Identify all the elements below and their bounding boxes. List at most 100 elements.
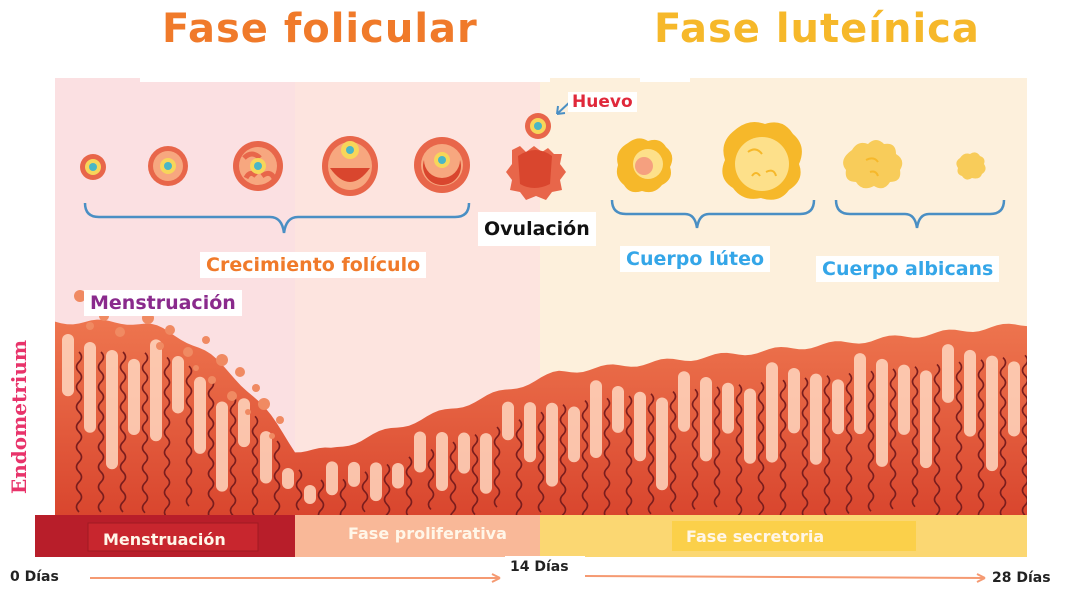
spiral-artery <box>75 351 83 513</box>
follicle-stage-2 <box>148 146 188 186</box>
tissue-vessels <box>75 351 1027 515</box>
day-0-label: 0 Días <box>10 569 59 585</box>
endometrial-gland <box>766 362 778 463</box>
title-underline-right <box>640 60 690 82</box>
endometrial-gland <box>172 356 184 414</box>
endometrial-gland <box>106 350 118 470</box>
timeline-arrow-1-head <box>491 573 501 583</box>
blood-droplet <box>252 384 260 392</box>
endometrial-gland <box>282 467 294 489</box>
endometrial-gland <box>678 371 690 432</box>
follicle-bracket <box>83 202 471 234</box>
day-14-label: 14 Días <box>510 559 569 575</box>
follicular-phase-title: Fase folicular <box>162 6 478 52</box>
endometrial-gland <box>150 339 162 442</box>
spiral-artery <box>999 357 1007 515</box>
spiral-artery <box>427 448 435 511</box>
spiral-artery <box>625 395 633 515</box>
endometrial-gland <box>986 355 998 472</box>
spiral-artery <box>713 386 721 508</box>
endometrial-gland <box>788 367 800 434</box>
blood-droplet <box>269 433 275 439</box>
endometrial-gland <box>326 461 338 496</box>
egg-arrow-head <box>556 105 566 115</box>
phase-bar-proliferative <box>295 515 540 557</box>
spiral-artery <box>757 381 765 515</box>
blood-droplet <box>245 409 251 415</box>
endometrial-gland <box>304 485 316 504</box>
phase-secretory-label: Fase secretoria <box>686 527 825 546</box>
spiral-artery <box>977 359 985 515</box>
spiral-artery <box>779 379 787 515</box>
spiral-artery <box>955 361 963 515</box>
follicle-stage-4 <box>322 136 378 196</box>
spiral-artery <box>383 463 391 515</box>
spiral-artery <box>229 394 237 515</box>
blood-droplet <box>115 327 125 337</box>
spiral-artery <box>603 397 611 515</box>
endometrial-gland <box>238 398 250 448</box>
spiral-artery <box>119 351 127 513</box>
spiral-artery <box>669 390 677 513</box>
endometrial-gland <box>128 358 140 436</box>
endometrial-gland <box>1008 361 1020 437</box>
endometrial-gland <box>920 370 932 469</box>
blood-droplet <box>208 376 216 384</box>
day-28-label: 28 Días <box>992 570 1051 586</box>
spiral-artery <box>97 351 105 513</box>
spiral-artery <box>845 372 853 514</box>
spiral-artery <box>911 366 919 508</box>
endometrial-gland <box>502 401 514 441</box>
follicle-stage-3 <box>233 141 283 191</box>
endometrial-gland <box>634 391 646 462</box>
spiral-artery <box>889 368 897 510</box>
phase-bar-secretory-inner <box>672 521 916 551</box>
endometrial-gland <box>62 334 74 397</box>
corpus-albicans-large <box>843 140 903 189</box>
spiral-artery <box>185 365 193 507</box>
endometrial-gland <box>414 431 426 473</box>
luteal-phase-title: Fase luteínica <box>654 6 980 52</box>
spiral-artery <box>493 426 501 508</box>
endometrial-gland <box>458 432 470 474</box>
endometrial-gland <box>942 344 954 403</box>
blood-droplet <box>202 336 210 344</box>
endometrial-gland <box>964 349 976 437</box>
spiral-artery <box>867 370 875 512</box>
spiral-artery <box>691 388 699 510</box>
blood-droplet <box>74 290 86 302</box>
endometrial-gland <box>546 402 558 487</box>
spiral-artery <box>559 404 567 515</box>
endometrial-gland <box>656 397 668 491</box>
blood-droplet <box>165 325 175 335</box>
endometrial-gland <box>524 402 536 463</box>
endometrial-gland <box>370 462 382 502</box>
endometrial-gland <box>612 386 624 433</box>
endometrial-gland <box>480 433 492 494</box>
corpus-luteum-small <box>616 138 673 193</box>
endometrial-gland <box>348 461 360 487</box>
ovulation-label: Ovulación <box>478 212 596 246</box>
timeline-arrow-2 <box>584 575 986 579</box>
spiral-artery <box>317 479 325 515</box>
corpus-albicans-label: Cuerpo albicans <box>816 256 1000 282</box>
endometrial-gland <box>810 373 822 465</box>
ruptured-follicle <box>506 146 566 200</box>
spiral-artery <box>141 352 149 514</box>
spiral-artery <box>823 375 831 515</box>
endometrial-gland <box>898 364 910 435</box>
corpus-luteum-label: Cuerpo lúteo <box>620 246 771 272</box>
phase-bar-menstruation-inner <box>87 522 259 552</box>
menstruation-top-label: Menstruación <box>84 290 242 316</box>
egg-cell <box>525 113 551 139</box>
spiral-artery <box>735 384 743 515</box>
endometrial-gland <box>744 388 756 464</box>
endometrial-gland <box>722 382 734 434</box>
follicle-stage-5 <box>414 137 470 193</box>
endometrial-gland <box>590 380 602 459</box>
endometrium-axis-label: Endometrium <box>7 339 32 495</box>
blood-droplet <box>235 367 245 377</box>
follicle-growth-label: Crecimiento folículo <box>200 252 427 278</box>
spiral-artery <box>449 441 457 515</box>
